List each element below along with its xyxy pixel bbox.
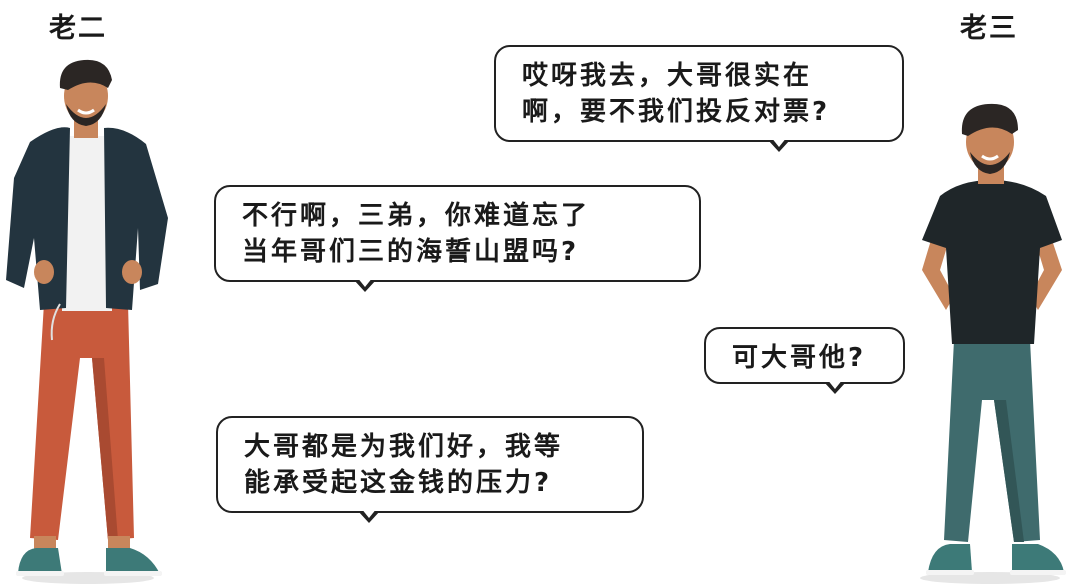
- left-smile: [77, 108, 95, 115]
- right-sole-l: [926, 570, 974, 575]
- left-chain: [50, 303, 61, 341]
- bubble-4-line-2: 能承受起这金钱的压力?: [244, 468, 553, 498]
- character-name-right: 老三: [960, 13, 1018, 44]
- bubble-3-tail: [824, 379, 846, 394]
- character-right-illustration: [920, 103, 1066, 584]
- bubble-1-line-1: 哎呀我去，大哥很实在: [522, 61, 813, 91]
- character-name-left: 老二: [49, 13, 107, 44]
- speech-bubble-3: 可大哥他?: [704, 327, 905, 394]
- left-ankle-l: [34, 536, 56, 550]
- left-ankle-r: [108, 536, 130, 550]
- right-beard: [970, 152, 1010, 174]
- speech-bubble-4: 大哥都是为我们好，我等 能承受起这金钱的压力?: [216, 416, 644, 523]
- left-shoe-r: [106, 548, 160, 574]
- right-sole-r: [1010, 570, 1066, 575]
- left-sole-r: [104, 571, 162, 576]
- left-hand-r: [122, 260, 142, 284]
- right-pants: [944, 340, 1040, 542]
- right-hair: [961, 103, 1018, 136]
- left-jacket: [6, 127, 70, 310]
- bubble-2-line-1: 不行啊，三弟，你难道忘了: [242, 201, 591, 231]
- left-sole-l: [16, 571, 64, 576]
- bubble-3-line-1: 可大哥他?: [732, 343, 867, 373]
- character-left-illustration: [6, 59, 168, 584]
- speech-bubble-1: 哎呀我去，大哥很实在 啊，要不我们投反对票?: [494, 45, 904, 152]
- left-shoe-l: [18, 548, 62, 574]
- left-shirt: [62, 136, 112, 311]
- left-pants-shade: [92, 358, 118, 540]
- bubble-1-tail: [768, 137, 790, 152]
- right-smile: [981, 154, 999, 161]
- right-shoe-l: [928, 544, 972, 572]
- left-hand-l: [34, 260, 54, 284]
- left-hair: [59, 59, 112, 90]
- left-beard: [66, 104, 106, 126]
- bubble-4-line-1: 大哥都是为我们好，我等: [244, 432, 564, 462]
- bubble-2-tail: [354, 277, 376, 292]
- left-pants: [30, 303, 134, 540]
- bubble-1-line-2: 啊，要不我们投反对票?: [522, 97, 831, 127]
- right-shoe-r: [1012, 544, 1064, 572]
- speech-bubble-2: 不行啊，三弟，你难道忘了 当年哥们三的海誓山盟吗?: [214, 185, 701, 292]
- bubble-2-line-2: 当年哥们三的海誓山盟吗?: [242, 237, 580, 267]
- right-pants-shade: [994, 400, 1024, 542]
- right-shirt: [922, 180, 1062, 344]
- left-jacket-right: [104, 127, 168, 310]
- bubble-4-tail: [358, 508, 380, 523]
